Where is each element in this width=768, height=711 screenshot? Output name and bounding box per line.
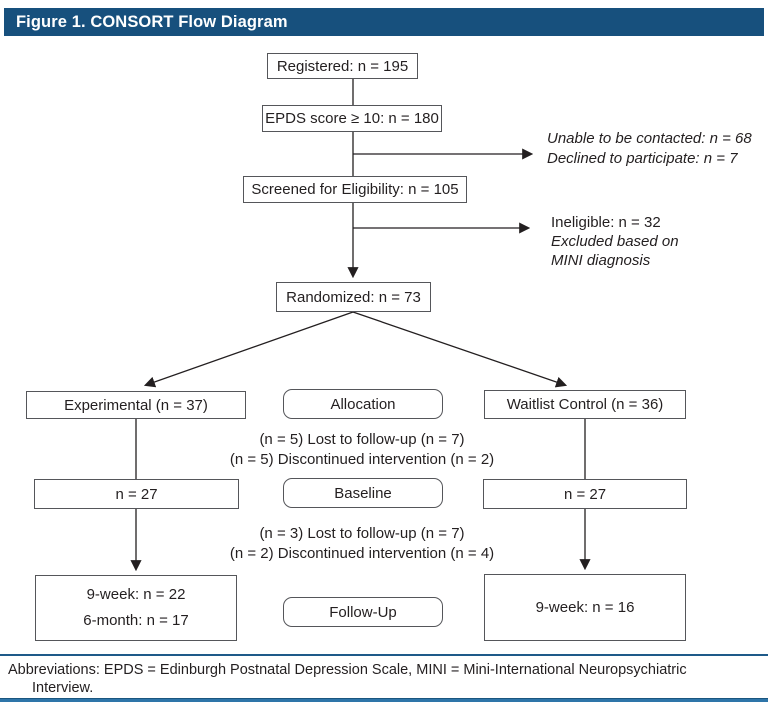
abbreviations-note: Abbreviations: EPDS = Edinburgh Postnata… — [8, 662, 760, 697]
allocation-stage-box: Allocation — [283, 389, 443, 419]
allocation-attrition-note: (n = 5) Lost to follow-up (n = 7) (n = 5… — [179, 430, 545, 469]
allocation-attrition-line1: (n = 5) Lost to follow-up (n = 7) — [259, 431, 465, 448]
waitlist-control-box: Waitlist Control (n = 36) — [484, 390, 686, 419]
followup-right-box: 9-week: n = 16 — [484, 574, 686, 641]
figure-title-bar: Figure 1. CONSORT Flow Diagram — [4, 8, 764, 36]
not-contacted-line2: Declined to participate: n = 7 — [547, 150, 738, 167]
baseline-left-label: n = 27 — [115, 485, 158, 503]
ineligible-note: Ineligible: n = 32 Excluded based on MIN… — [551, 213, 679, 270]
ineligible-line1: Ineligible: n = 32 — [551, 214, 661, 231]
epds-score-label: EPDS score ≥ 10: n = 180 — [265, 110, 439, 127]
waitlist-control-label: Waitlist Control (n = 36) — [506, 396, 664, 413]
baseline-attrition-line2: (n = 2) Discontinued intervention (n = 4… — [229, 544, 495, 562]
followup-left-box: 9-week: n = 22 6-month: n = 17 — [35, 575, 237, 641]
not-contacted-note: Unable to be contacted: n = 68 Declined … — [547, 129, 752, 169]
baseline-attrition-note: (n = 3) Lost to follow-up (n = 7) (n = 2… — [179, 524, 545, 563]
baseline-stage-box: Baseline — [283, 478, 443, 508]
footer-bottom-rule — [0, 698, 768, 702]
registered-label: Registered: n = 195 — [276, 57, 409, 75]
experimental-box: Experimental (n = 37) — [26, 391, 246, 419]
followup-stage-label: Follow-Up — [329, 603, 397, 621]
randomized-box: Randomized: n = 73 — [276, 282, 431, 312]
allocation-attrition-line2: (n = 5) Discontinued intervention (n = 2… — [229, 450, 495, 468]
registered-box: Registered: n = 195 — [267, 53, 418, 79]
abbreviations-line2: Interview. — [32, 679, 94, 696]
followup-right-label: 9-week: n = 16 — [535, 599, 635, 616]
baseline-stage-label: Baseline — [334, 484, 392, 502]
baseline-right-box: n = 27 — [483, 479, 687, 509]
ineligible-line3: MINI diagnosis — [551, 252, 651, 269]
experimental-label: Experimental (n = 37) — [64, 396, 208, 414]
followup-left-line1: 9-week: n = 22 — [86, 586, 186, 603]
followup-stage-box: Follow-Up — [283, 597, 443, 627]
screened-label: Screened for Eligibility: n = 105 — [251, 181, 459, 198]
epds-score-box: EPDS score ≥ 10: n = 180 — [262, 105, 442, 132]
allocation-stage-label: Allocation — [330, 395, 396, 413]
ineligible-line2: Excluded based on — [551, 233, 679, 250]
baseline-right-label: n = 27 — [563, 485, 607, 503]
followup-left-line2: 6-month: n = 17 — [83, 612, 189, 629]
not-contacted-line1: Unable to be contacted: n = 68 — [547, 130, 752, 147]
abbreviations-line1: Abbreviations: EPDS = Edinburgh Postnata… — [8, 662, 687, 678]
baseline-left-box: n = 27 — [34, 479, 239, 509]
footer-top-rule — [0, 654, 768, 656]
randomized-label: Randomized: n = 73 — [286, 288, 421, 306]
figure-title: Figure 1. CONSORT Flow Diagram — [16, 12, 288, 31]
screened-box: Screened for Eligibility: n = 105 — [243, 176, 467, 203]
baseline-attrition-line1: (n = 3) Lost to follow-up (n = 7) — [259, 525, 465, 542]
